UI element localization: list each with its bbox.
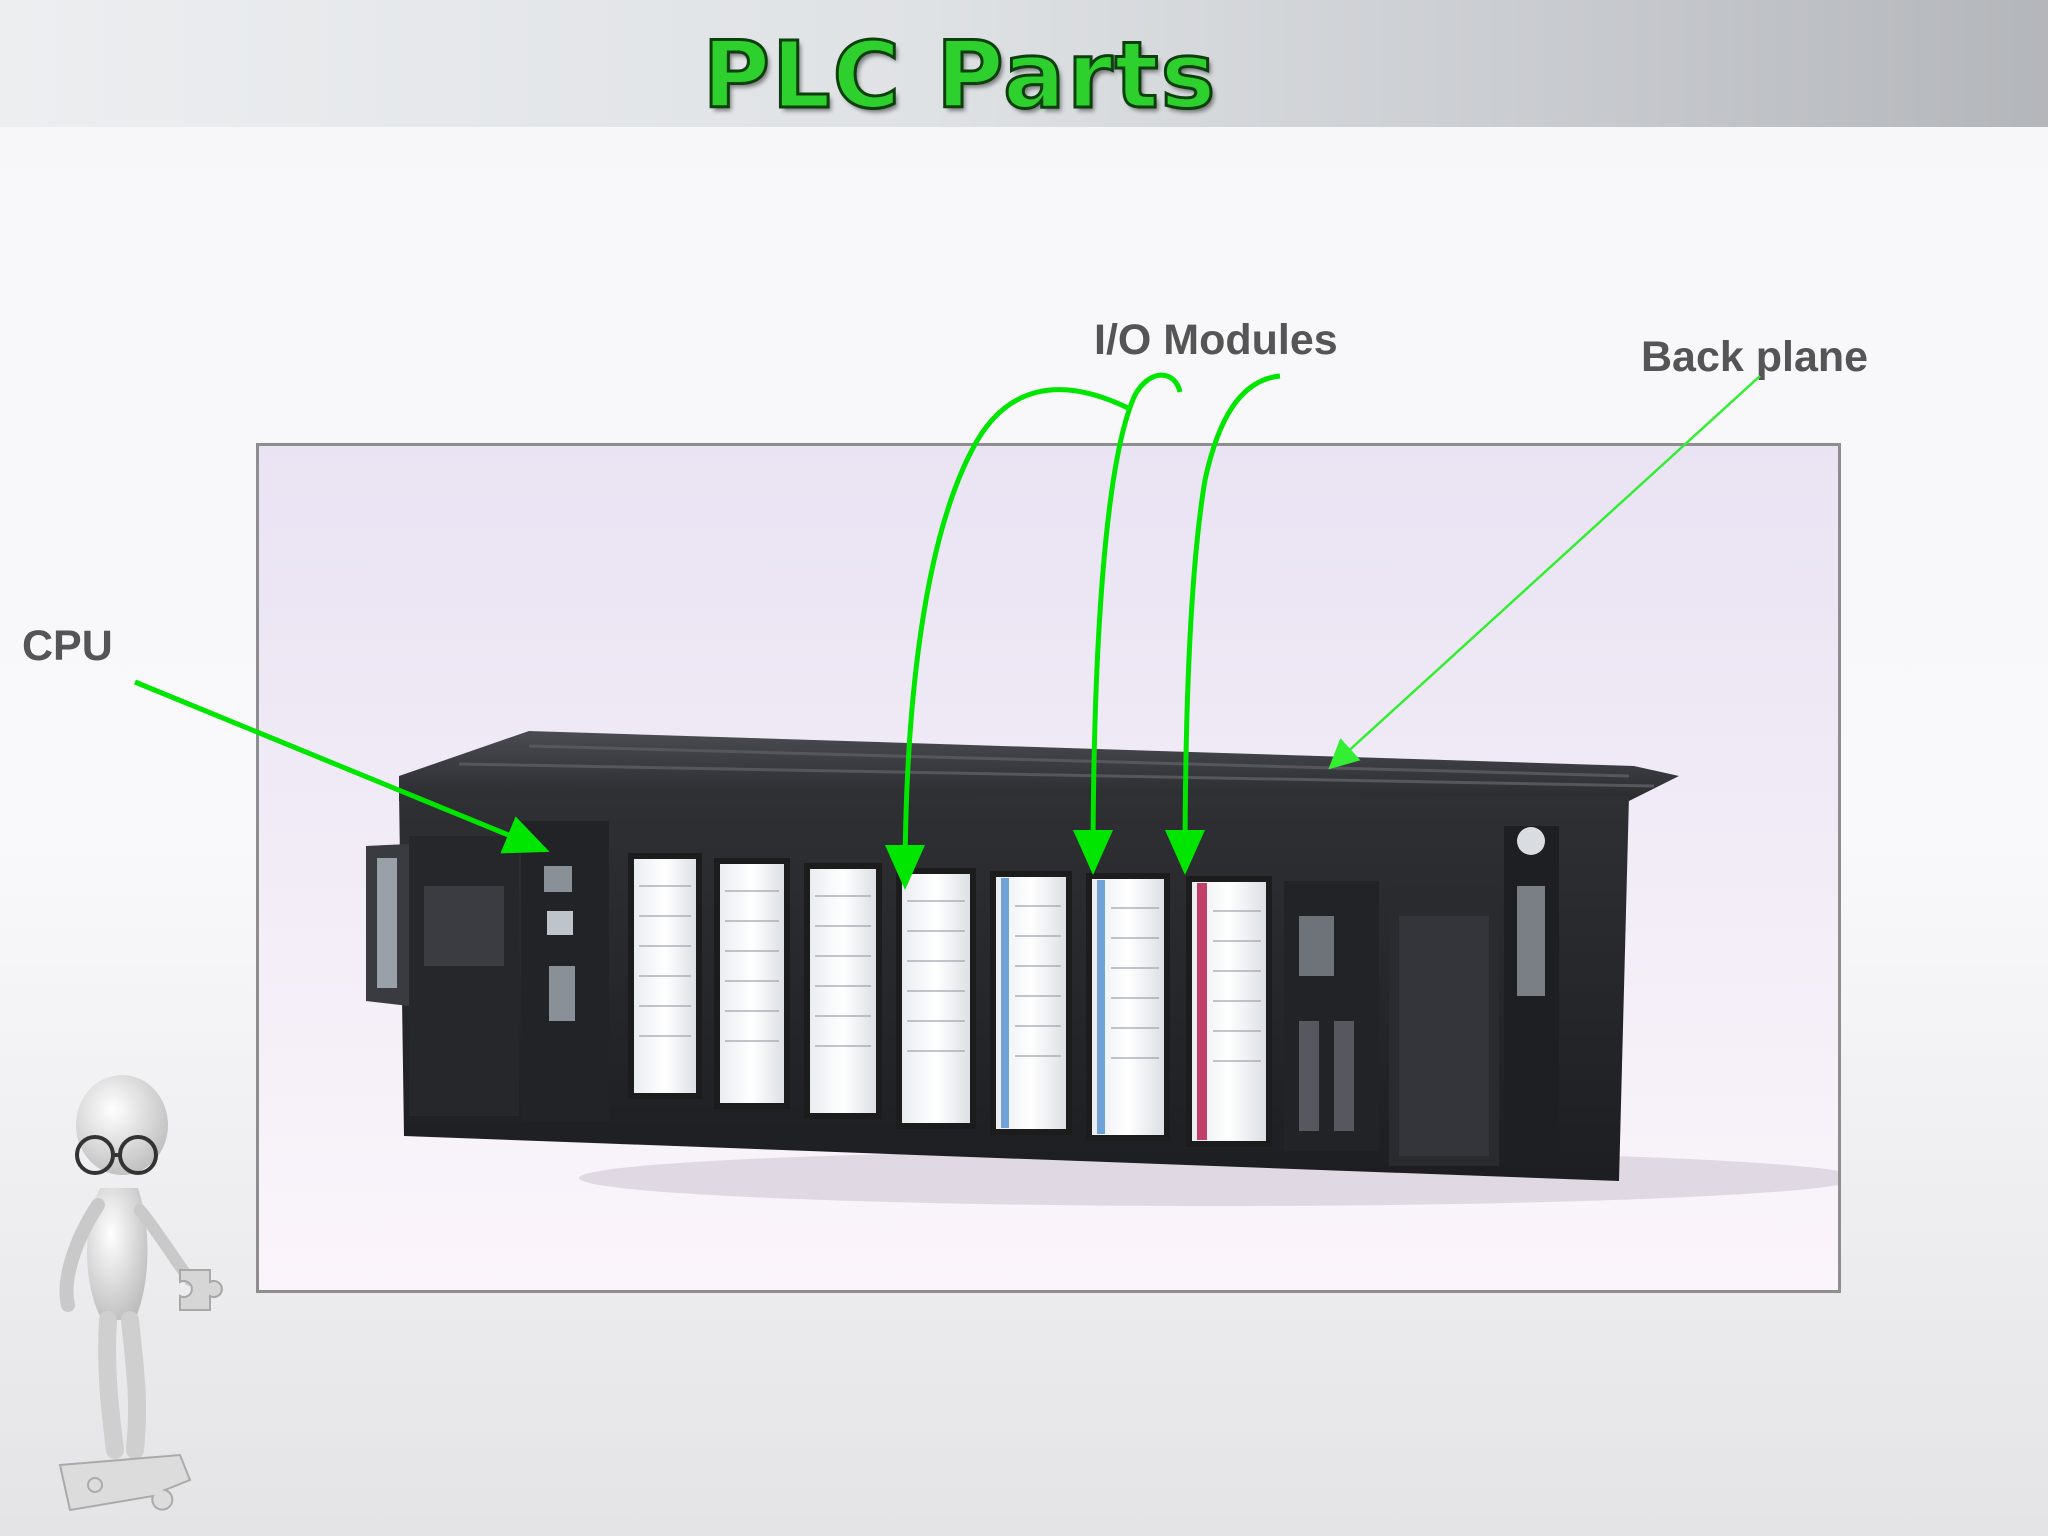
io-modules-label: I/O Modules — [1094, 316, 1338, 364]
plc-photo — [256, 443, 1841, 1293]
plc-rack-illustration — [259, 446, 1838, 1290]
3d-person-with-puzzle-piece-icon — [58, 1075, 223, 1512]
cpu-label: CPU — [22, 622, 113, 670]
header-band — [0, 0, 2048, 127]
slide-title: PLC Parts — [701, 21, 1218, 131]
back-plane-label: Back plane — [1641, 333, 1869, 381]
io-module-cards — [628, 853, 1272, 1147]
